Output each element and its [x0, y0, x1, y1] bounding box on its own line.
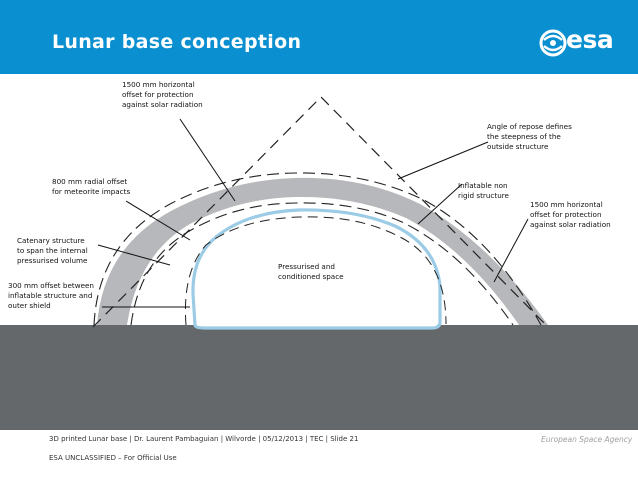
esa-logo-icon [539, 29, 567, 57]
label-right-offset-3: against solar radiation [530, 220, 611, 229]
inflatable-offset-line [184, 216, 447, 326]
label-pressurised-2: conditioned space [278, 272, 344, 281]
slide-title: Lunar base conception [52, 31, 302, 53]
label-catenary-2: to span the internal [17, 246, 88, 255]
logo-wordmark: esa [566, 25, 614, 54]
inflatable-structure [191, 208, 442, 330]
footer-classification: ESA UNCLASSIFIED – For Official Use [49, 454, 177, 462]
label-repose-1: Angle of repose defines [487, 122, 572, 131]
label-pressurised-1: Pressurised and [278, 262, 335, 271]
label-catenary-3: pressurised volume [17, 256, 88, 265]
inner-offset-line [130, 202, 514, 326]
label-top-offset-1: 1500 mm horizontal [122, 80, 195, 89]
lunar-ground [0, 325, 638, 430]
label-right-offset-1: 1500 mm horizontal [530, 200, 603, 209]
lunar-base-diagram: 1500 mm horizontal offset for protection… [0, 80, 638, 430]
label-right-offset-2: offset for protection [530, 210, 602, 219]
label-offset-300-3: outer shield [8, 301, 51, 310]
label-top-offset-2: offset for protection [122, 90, 194, 99]
footer-info: 3D printed Lunar base | Dr. Laurent Pamb… [49, 435, 359, 443]
header-bar: Lunar base conception esa [0, 0, 638, 74]
footer-agency: European Space Agency [541, 435, 633, 444]
label-radial-offset-1: 800 mm radial offset [52, 177, 127, 186]
label-repose-3: outside structure [487, 142, 549, 151]
label-inflatable-1: Inflatable non [458, 181, 508, 190]
label-radial-offset-2: for meteorite impacts [52, 187, 130, 196]
outer-offset-line [93, 172, 542, 326]
label-offset-300-1: 300 mm offset between [8, 281, 94, 290]
annotation-labels: 1500 mm horizontal offset for protection… [8, 80, 611, 310]
leader-lines [97, 118, 529, 308]
label-top-offset-3: against solar radiation [122, 100, 203, 109]
label-inflatable-2: rigid structure [458, 191, 510, 200]
label-catenary-1: Catenary structure [17, 236, 85, 245]
regolith-shield [97, 177, 548, 325]
label-offset-300-2: inflatable structure and [8, 291, 92, 300]
label-repose-2: the steepness of the [487, 132, 561, 141]
